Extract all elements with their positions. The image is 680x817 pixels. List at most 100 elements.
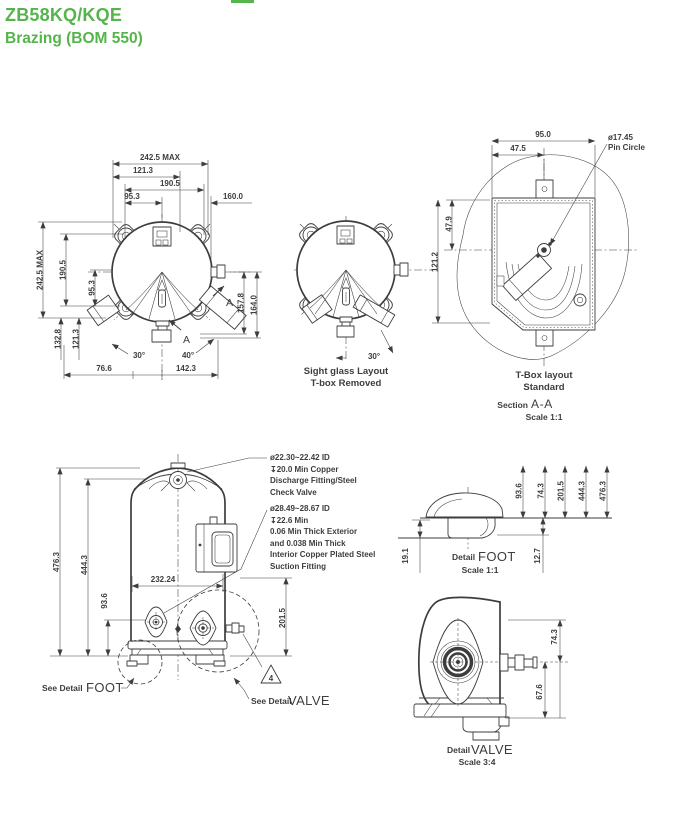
dim-label: 190.5 <box>160 179 181 188</box>
see-detail-valve-label: See Detail <box>251 696 292 706</box>
dim-label: 95.3 <box>88 280 97 296</box>
tbox-top-tab <box>535 179 554 199</box>
see-detail-foot-name: FOOT <box>86 680 124 695</box>
view-caption: T-Box layout <box>515 370 573 381</box>
detail-caption-name: FOOT <box>478 549 516 564</box>
warning-triangle-icon <box>260 664 282 684</box>
tbox-section-view: 95.0 47.5 ø17.45 Pin Circle 47.9 121.2 T… <box>431 130 646 422</box>
tbox-gasket-hatch <box>494 200 593 328</box>
shell-base-edge <box>425 492 504 518</box>
dim-label: 76.6 <box>96 364 112 373</box>
shell-base-inner <box>433 498 463 518</box>
angle-label: 30° <box>133 351 145 360</box>
dim-label: 242.5 MAX <box>140 153 181 162</box>
view-caption: Standard <box>523 382 564 393</box>
discharge-leader <box>186 457 267 473</box>
shell-section-profile <box>417 596 501 708</box>
header-accent-mark <box>231 0 254 3</box>
svg-text:0.06 Min Thick Exterior: 0.06 Min Thick Exterior <box>270 527 357 536</box>
dim-label: 164.0 <box>250 294 259 315</box>
warning-leader <box>242 633 263 668</box>
dim-label: 95.0 <box>535 130 551 139</box>
sight-glass-view: 30° Sight glass Layout T-box Removed <box>294 216 432 389</box>
discharge-fitting-angled <box>198 285 247 330</box>
dim-label: 121.3 <box>133 166 154 175</box>
see-detail-foot-label: See Detail <box>42 683 83 693</box>
dim-label: 93.6 <box>100 593 109 609</box>
schrader-valve <box>225 622 245 634</box>
see-detail-valve-name: VALVE <box>288 693 330 708</box>
section-label: A <box>226 297 233 309</box>
terminal-box <box>195 516 238 573</box>
view-caption: T-box Removed <box>311 378 382 389</box>
dim-label: 232.24 <box>151 575 176 584</box>
valve-detail-view: 74.3 67.6 Detail VALVE Scale 3:4 <box>413 596 570 767</box>
foot-bracket-inner <box>479 517 489 537</box>
suction-leader <box>163 509 268 614</box>
tbox-bottom-tab <box>535 329 554 347</box>
angle-label: 40° <box>182 351 194 360</box>
scale-caption: Scale 1:1 <box>462 565 499 575</box>
svg-text:↧20.0 Min Copper: ↧20.0 Min Copper <box>270 465 339 474</box>
section-caption-name: A-A <box>531 397 553 411</box>
dim-label: 160.0 <box>223 192 244 201</box>
dim-label: 201.5 <box>278 607 287 628</box>
svg-text:Suction Fitting: Suction Fitting <box>270 562 326 571</box>
dome-stamping <box>148 480 208 492</box>
dim-label: 142.3 <box>176 364 197 373</box>
svg-text:Check Valve: Check Valve <box>270 488 317 497</box>
bottom-fitting <box>151 320 172 343</box>
svg-text:ø22.30~22.42 ID: ø22.30~22.42 ID <box>270 453 330 462</box>
dim-label: 93.6 <box>515 483 524 499</box>
dim-label: 74.3 <box>537 483 546 499</box>
dim-label: 121.3 <box>72 328 81 349</box>
tbox-top <box>152 226 172 247</box>
dim-label: 476.3 <box>599 480 608 501</box>
foot-detail-view: 19.1 12.7 93.6 74.3 201.5 444.3 476.3 De… <box>398 465 612 575</box>
dim-label: 476.3 <box>52 551 61 572</box>
conduit-plate <box>336 225 355 245</box>
dim-label: 242.5 MAX <box>36 249 45 290</box>
dim-label: 67.6 <box>535 684 544 700</box>
detail-caption-name: VALVE <box>471 742 513 757</box>
discharge-annotation: ø22.30~22.42 ID ↧20.0 Min Copper Dischar… <box>270 453 357 497</box>
base-and-foot <box>413 697 510 741</box>
dim-label: 157.8 <box>237 292 246 313</box>
detail-caption: Detail <box>447 745 470 755</box>
dim-label: 19.1 <box>401 548 410 564</box>
suction-fitting <box>189 610 217 646</box>
sight-glass-fitting <box>352 294 396 328</box>
scroll-section <box>496 242 587 319</box>
view-caption: Sight glass Layout <box>304 366 389 377</box>
height-reference-stack: 93.6 74.3 201.5 444.3 476.3 <box>515 465 610 519</box>
dim-label: 444.3 <box>578 480 587 501</box>
dim-label: 190.5 <box>59 259 68 280</box>
schrader-valve-detail <box>499 653 538 672</box>
terminal-box-small <box>301 294 333 324</box>
dim-label: 47.5 <box>510 144 526 153</box>
dim-label: 74.3 <box>550 629 559 645</box>
dim-label: 121.2 <box>431 251 440 272</box>
dim-label: 132.8 <box>54 328 63 349</box>
top-view: 242.5 MAX 121.3 190.5 95.3 160.0 242.5 M… <box>36 153 262 380</box>
scale-caption: Scale 1:1 <box>526 412 563 422</box>
svg-text:and 0.038 Min Thick: and 0.038 Min Thick <box>270 539 346 548</box>
dim-label: 444.3 <box>80 554 89 575</box>
svg-text:Discharge Fitting/Steel: Discharge Fitting/Steel <box>270 476 357 485</box>
foot-detail-leader <box>121 677 135 689</box>
section-label: A <box>183 334 190 346</box>
svg-text:ø28.49~28.67 ID: ø28.49~28.67 ID <box>270 504 330 513</box>
dim-label: 201.5 <box>557 480 566 501</box>
angle-label: 30° <box>368 352 380 361</box>
section-caption: Section <box>497 400 528 410</box>
detail-caption: Detail <box>452 552 475 562</box>
warning-number: 4 <box>269 674 274 683</box>
side-view: 476.3 444.3 93.6 232.24 201.5 ø22.30~22.… <box>42 453 375 708</box>
sight-glass <box>144 606 168 638</box>
bottom-fitting <box>336 316 355 338</box>
discharge-fitting <box>169 462 187 489</box>
scale-caption: Scale 3:4 <box>459 757 496 767</box>
side-fitting <box>210 264 226 279</box>
